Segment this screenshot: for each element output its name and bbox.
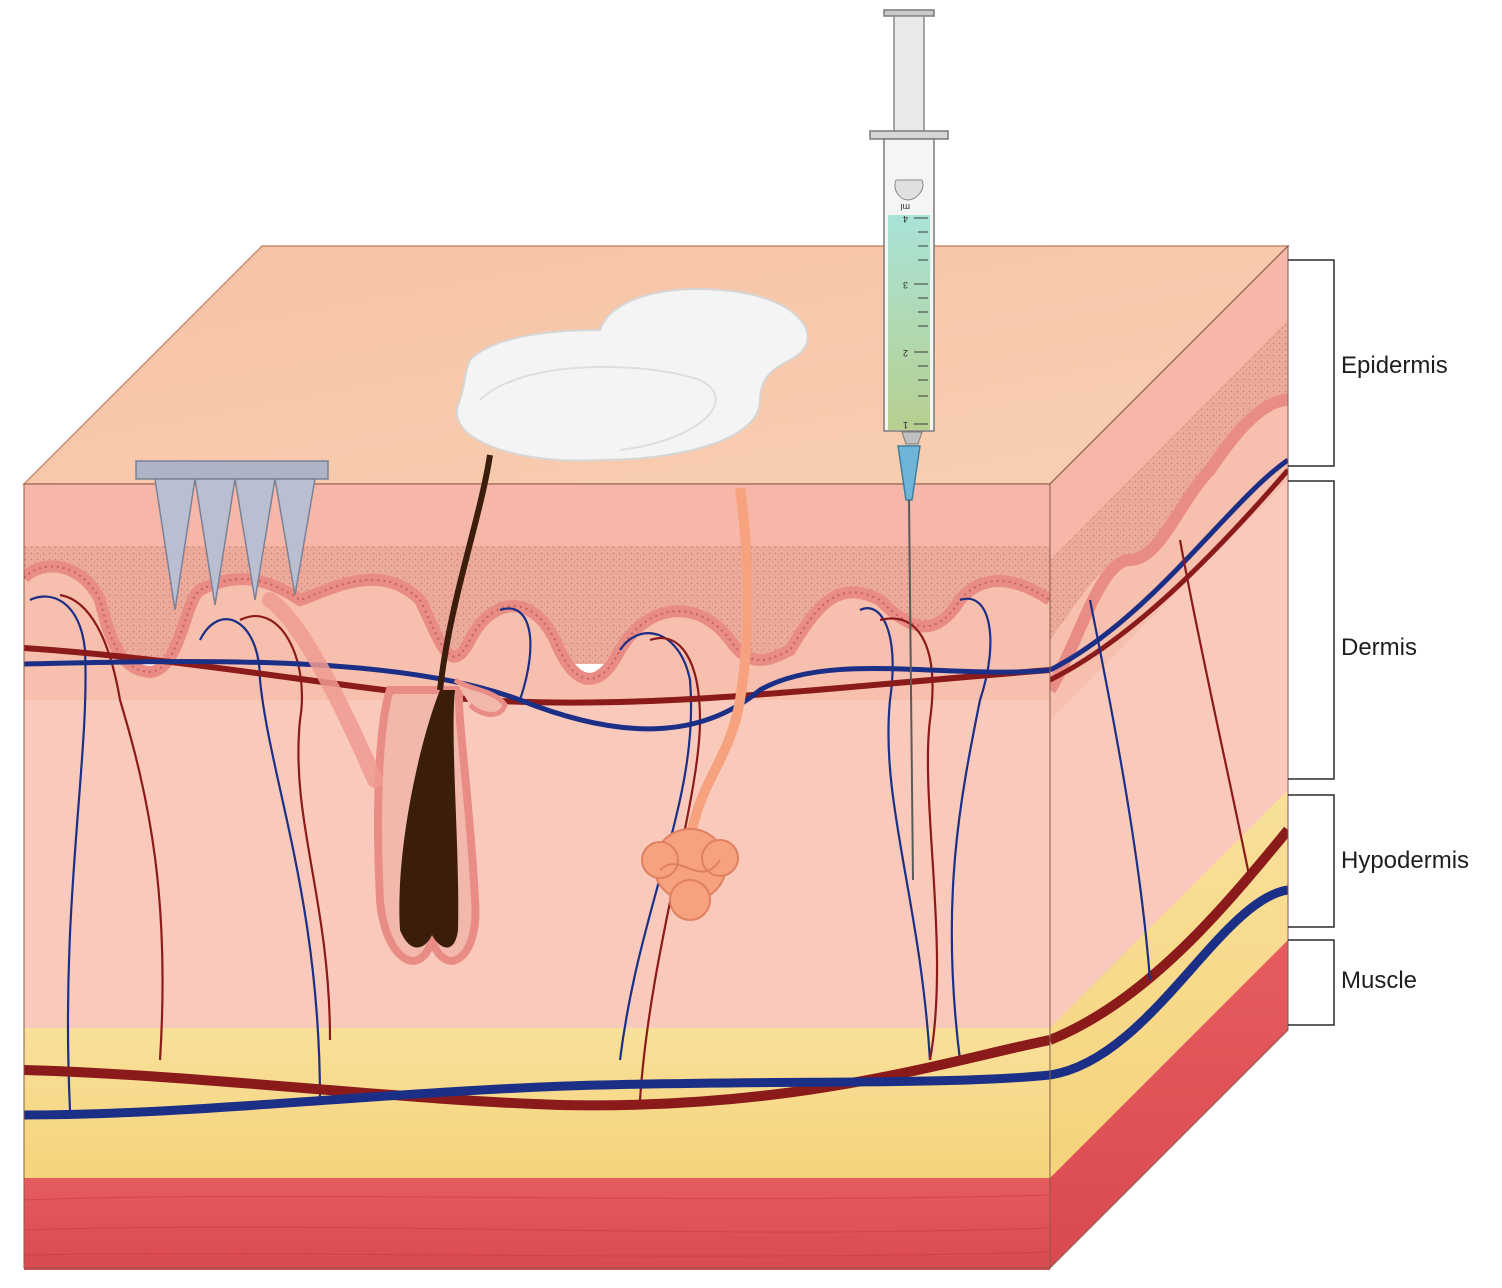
topical-patch — [437, 288, 809, 691]
dermis-label: Dermis — [1341, 634, 1417, 661]
syringe-scale-mark: 3 — [903, 280, 908, 290]
muscle-layer — [24, 1178, 1050, 1270]
muscle-bracket — [1288, 939, 1335, 1026]
hypodermis-bracket — [1288, 794, 1335, 928]
hair-follicle — [374, 677, 508, 965]
arrector-pili-muscle — [262, 592, 383, 788]
microneedle-patch — [135, 460, 329, 611]
syringe: ml 4 3 2 1 — [869, 9, 949, 881]
needle-hub — [897, 445, 921, 501]
syringe-scale-mark: 2 — [903, 348, 908, 358]
needle — [908, 499, 914, 881]
hair-root — [399, 690, 459, 948]
syringe-scale-unit: ml — [901, 202, 911, 212]
sweat-gland — [641, 487, 753, 921]
epidermis-bracket — [1288, 259, 1335, 467]
stratum-corneum — [24, 484, 1050, 548]
hypodermis-label: Hypodermis — [1341, 847, 1470, 874]
side-face — [1050, 246, 1288, 1268]
syringe-scale-mark: 4 — [903, 214, 908, 224]
hypodermal-artery — [24, 1035, 1050, 1111]
front-face — [24, 484, 1050, 1270]
epidermis-label: Epidermis — [1341, 352, 1448, 379]
dermal-vein — [24, 659, 1050, 732]
layer-brackets — [1288, 259, 1335, 1026]
syringe-fluid — [888, 215, 930, 430]
hypodermal-vein — [24, 1070, 1050, 1120]
capillary-network — [29, 593, 992, 1111]
syringe-scale-mark: 1 — [903, 420, 908, 430]
muscle-label: Muscle — [1341, 967, 1418, 994]
dermis-layer — [24, 690, 1050, 1028]
dermis-bracket — [1288, 480, 1335, 780]
sebaceous-gland — [453, 677, 508, 717]
hair-shaft — [437, 454, 493, 691]
